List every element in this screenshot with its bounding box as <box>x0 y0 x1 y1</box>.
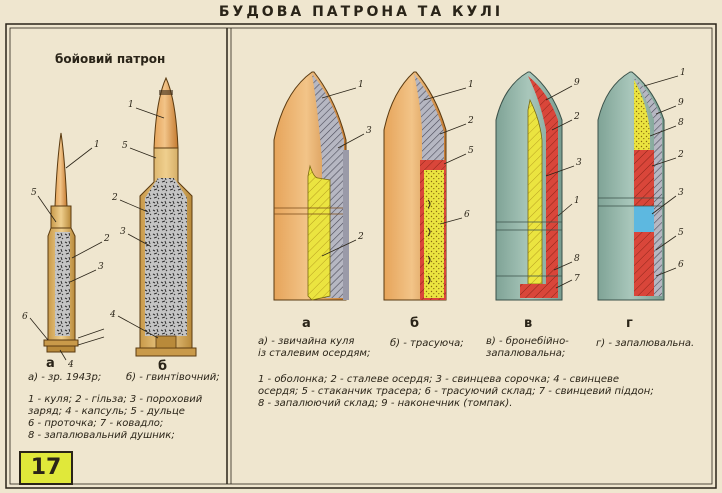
callout-left-a-1: 1 <box>94 140 100 150</box>
left-legend: 1 - куля; 2 - гільза; 3 - пороховий заря… <box>28 394 203 441</box>
callout-b-1: 1 <box>468 80 474 90</box>
letter-b-left: б <box>158 359 168 374</box>
bullet-ordinary <box>273 71 349 301</box>
callout-v-3: 3 <box>576 158 582 168</box>
bullet-ap-incendiary <box>495 71 563 301</box>
caption-rifle: б) - гвинтівочний; <box>126 372 220 383</box>
callout-v-1: 1 <box>574 196 580 206</box>
right-legend: 1 - оболонка; 2 - сталеве осердя; 3 - св… <box>258 374 654 409</box>
left-heading: бойовий патрон <box>55 52 166 66</box>
callout-v-8: 8 <box>574 254 580 264</box>
caption-incendiary-bullet: г) - запалювальна. <box>596 338 695 349</box>
callout-left-b-5: 5 <box>122 141 128 151</box>
letter-b-right: б <box>410 316 420 331</box>
callout-left-a-4: 4 <box>68 360 74 370</box>
callout-g-9: 9 <box>678 98 684 108</box>
letter-a-right: а <box>302 316 311 331</box>
bullet-incendiary <box>597 71 665 301</box>
callout-v-7: 7 <box>574 274 580 284</box>
bullet-tracer <box>383 71 447 301</box>
left-leader-lines <box>29 107 165 361</box>
callout-g-8: 8 <box>678 118 684 128</box>
callout-v-9: 9 <box>574 78 580 88</box>
callout-left-a-6: 6 <box>22 312 28 322</box>
caption-1943: а) - зр. 1943р; <box>28 372 102 383</box>
cartridge-1943 <box>43 132 79 353</box>
callout-left-b-3: 3 <box>120 227 126 237</box>
caption-tracer-bullet: б) - трасуюча; <box>390 338 464 349</box>
callout-v-2: 2 <box>574 112 580 122</box>
callout-a-3: 3 <box>366 126 372 136</box>
callout-b-5: 5 <box>468 146 474 156</box>
letter-g-right: г <box>626 316 633 331</box>
callout-left-a-3: 3 <box>98 262 104 272</box>
callout-left-b-2: 2 <box>112 193 118 203</box>
callout-b-6: 6 <box>464 210 470 220</box>
page-number-badge: 17 <box>19 451 73 485</box>
outer-frame <box>5 23 717 489</box>
callout-left-b-1: 1 <box>128 100 134 110</box>
callout-left-b-4: 4 <box>110 310 116 320</box>
callout-a-1: 1 <box>358 80 364 90</box>
letter-v-right: в <box>524 316 533 331</box>
callout-b-2: 2 <box>468 116 474 126</box>
callout-a-2: 2 <box>358 232 364 242</box>
page-title: БУДОВА ПАТРОНА ТА КУЛІ <box>218 4 504 20</box>
right-leader-lines <box>321 75 679 289</box>
letter-a-left: а <box>46 356 55 371</box>
callout-left-a-5: 5 <box>31 188 37 198</box>
inner-frame <box>9 27 713 485</box>
callout-left-a-2: 2 <box>104 234 110 244</box>
caption-ordinary-bullet: а) - звичайна куля із сталевим осердям; <box>258 336 371 359</box>
callout-g-5: 5 <box>678 228 684 238</box>
caption-ap-incendiary-bullet: в) - бронебійно- запалювальна; <box>486 336 569 359</box>
callout-g-2: 2 <box>678 150 684 160</box>
cartridge-rifle <box>135 76 197 357</box>
callout-g-3: 3 <box>678 188 684 198</box>
callout-g-6: 6 <box>678 260 684 270</box>
callout-g-1: 1 <box>680 68 686 78</box>
